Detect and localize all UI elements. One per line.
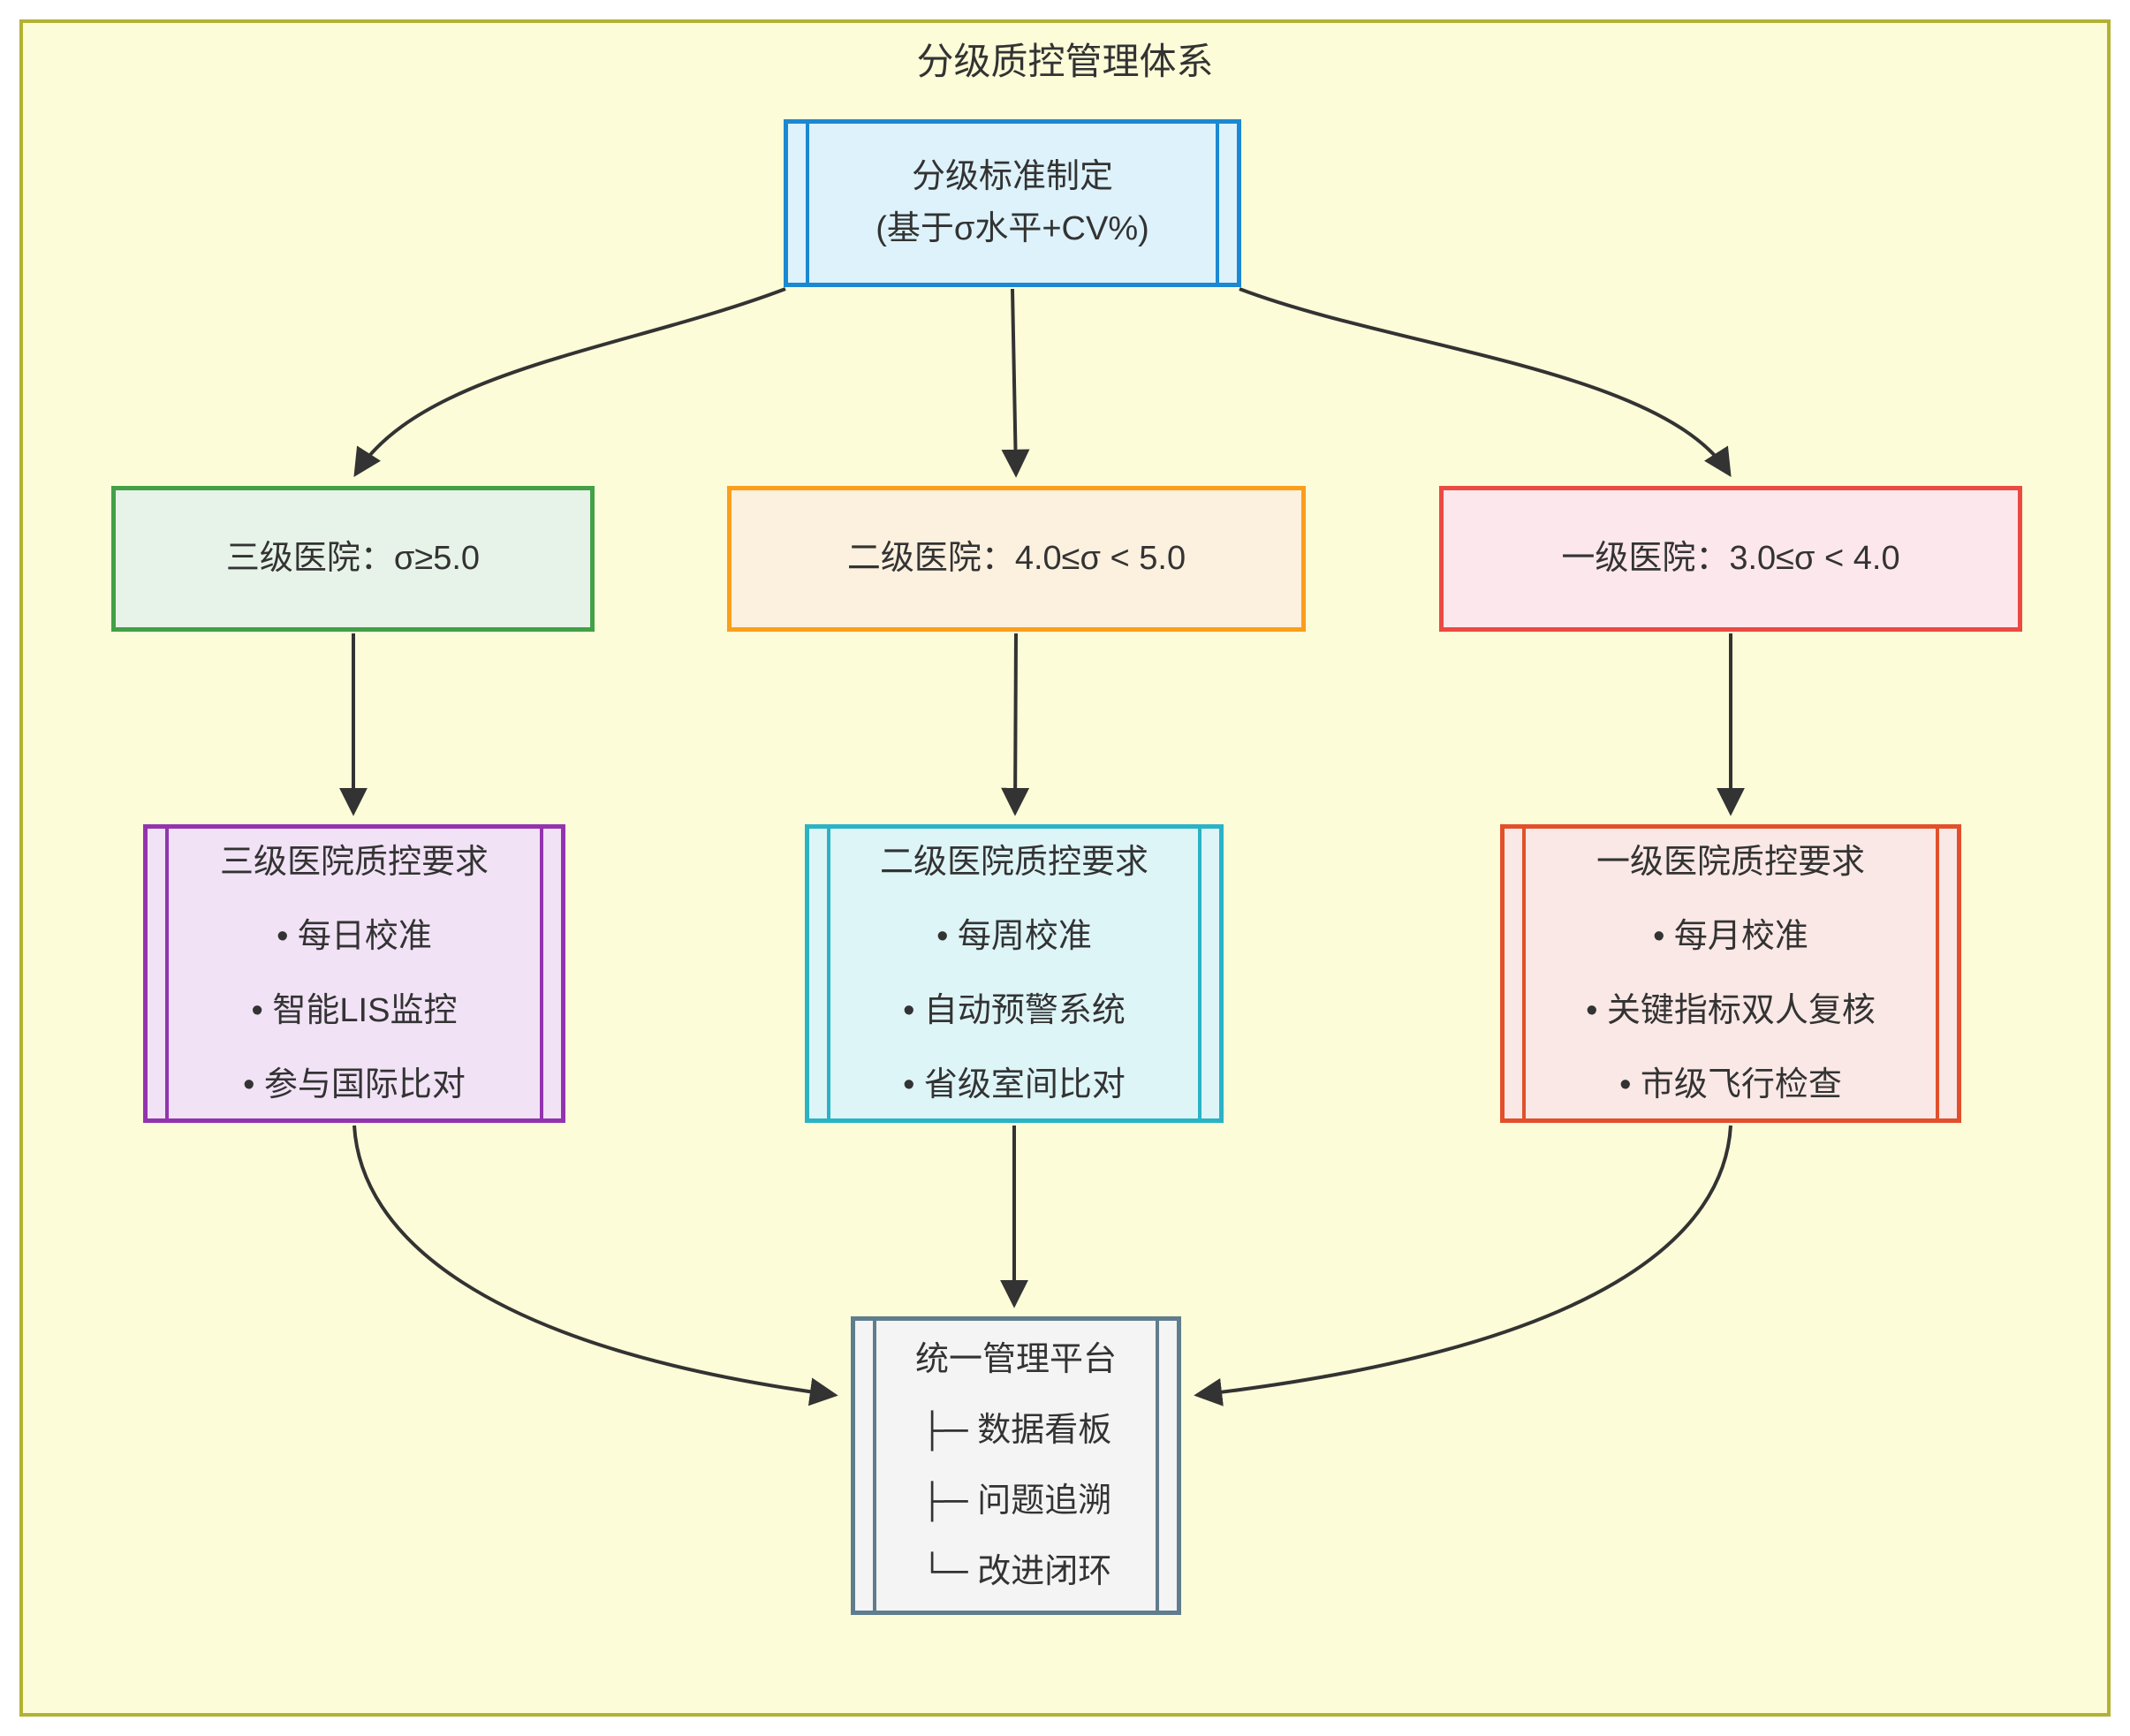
diagram-title: 分级质控管理体系 bbox=[916, 41, 1214, 82]
subroutine-inner-border-left bbox=[1522, 829, 1526, 1118]
subroutine-inner-border-right bbox=[1936, 829, 1939, 1118]
subroutine-inner-border-right bbox=[1198, 829, 1201, 1118]
node-text-line: 一级医院质控要求 bbox=[1596, 844, 1865, 881]
node-tier2-qc-requirements: 二级医院质控要求 • 每周校准 • 自动预警系统 • 省级室间比对 bbox=[805, 824, 1224, 1123]
node-tier1-qc-requirements: 一级医院质控要求 • 每月校准 • 关键指标双人复核 • 市级飞行检查 bbox=[1500, 824, 1961, 1123]
node-text-line: • 关键指标双人复核 bbox=[1586, 992, 1876, 1029]
node-text-line: 分级标准制定 bbox=[911, 158, 1113, 196]
subroutine-inner-border-right bbox=[1216, 124, 1219, 283]
node-text-line: 一级医院：3.0≤σ < 4.0 bbox=[1561, 540, 1900, 578]
node-text-line: 三级医院：σ≥5.0 bbox=[225, 540, 481, 578]
node-text-line: • 市级飞行检查 bbox=[1619, 1066, 1842, 1103]
node-text-line: • 省级室间比对 bbox=[903, 1066, 1126, 1103]
node-tier3-qc-requirements: 三级医院质控要求 • 每日校准 • 智能LIS监控 • 参与国际比对 bbox=[143, 824, 565, 1123]
subroutine-inner-border-left bbox=[806, 124, 809, 283]
node-text-line: 统一管理平台 bbox=[914, 1341, 1117, 1378]
node-text-line: 三级医院质控要求 bbox=[219, 844, 489, 881]
node-tier3-hospital: 三级医院：σ≥5.0 bbox=[111, 486, 595, 632]
node-text-line: • 每月校准 bbox=[1653, 918, 1808, 955]
subroutine-inner-border-left bbox=[827, 829, 830, 1118]
node-text-line: • 每日校准 bbox=[277, 918, 432, 955]
subroutine-inner-border-left bbox=[873, 1321, 876, 1611]
node-text-line: └─ 改进闭环 bbox=[920, 1553, 1112, 1590]
node-text-line: • 每周校准 bbox=[936, 918, 1092, 955]
node-text-line: ├─ 问题追溯 bbox=[920, 1482, 1112, 1520]
node-unified-management-platform: 统一管理平台 ├─ 数据看板 ├─ 问题追溯 └─ 改进闭环 bbox=[851, 1316, 1181, 1615]
node-text-line: • 参与国际比对 bbox=[243, 1066, 466, 1103]
node-tier2-hospital: 二级医院：4.0≤σ < 5.0 bbox=[727, 486, 1306, 632]
node-text-line: ├─ 数据看板 bbox=[920, 1412, 1112, 1449]
subroutine-inner-border-right bbox=[540, 829, 543, 1118]
node-text-line: 二级医院：4.0≤σ < 5.0 bbox=[846, 540, 1186, 578]
subroutine-inner-border-right bbox=[1156, 1321, 1159, 1611]
node-text-line: 二级医院质控要求 bbox=[879, 844, 1148, 881]
node-text-line: • 智能LIS监控 bbox=[251, 992, 458, 1029]
node-tier1-hospital: 一级医院：3.0≤σ < 4.0 bbox=[1439, 486, 2022, 632]
node-text-line: (基于σ水平+CV%) bbox=[875, 210, 1149, 247]
subroutine-inner-border-left bbox=[165, 829, 169, 1118]
node-text-line: • 自动预警系统 bbox=[903, 992, 1126, 1029]
node-grading-standard: 分级标准制定 (基于σ水平+CV%) bbox=[784, 119, 1241, 287]
